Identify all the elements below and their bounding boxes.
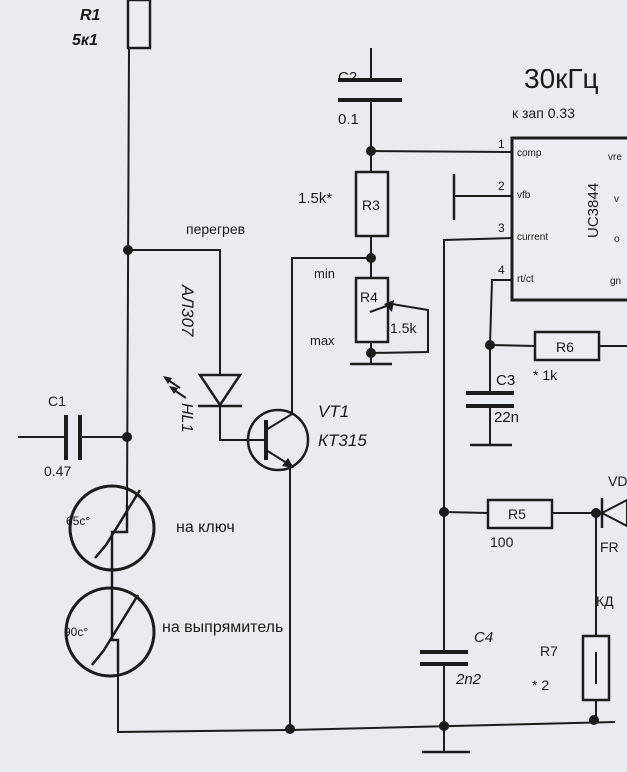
wire-to-r6	[489, 344, 536, 347]
r3-value: 1.5k*	[298, 190, 332, 207]
thermistor-2-temp: 90c°	[64, 625, 88, 639]
ic-right-pin-2: v	[614, 194, 619, 205]
vt1-part: КТ315	[318, 431, 367, 450]
r5-value: 100	[490, 534, 514, 550]
thermistor-2-label: на выпрямитель	[162, 619, 283, 636]
ic-pin2-num: 2	[498, 179, 505, 193]
vd-part: КД	[596, 593, 614, 609]
c3-ref: C3	[496, 372, 515, 389]
r7-value: * 2	[532, 677, 549, 693]
ic-uc3844	[510, 136, 627, 302]
ic-right-pin-4: gn	[610, 276, 621, 287]
resistor-r3	[354, 170, 390, 238]
r4-wiper-arrow	[384, 300, 394, 312]
resistor-r1	[126, 0, 152, 50]
hl1-part: АЛ307	[178, 284, 197, 337]
c1-value: 0.47	[44, 463, 71, 479]
c4-ref: C4	[474, 629, 493, 646]
ic-pin1-name: comp	[517, 148, 542, 159]
r7-ref: R7	[540, 643, 558, 659]
thermistor-1-temp: 65c°	[66, 514, 90, 528]
frequency-title: 30кГц	[524, 63, 599, 94]
ic-right-pin-1: vre	[608, 152, 622, 163]
ic-pin3-name: current	[517, 232, 548, 243]
junction-min	[366, 253, 376, 263]
hl1-ref: HL1	[178, 403, 195, 432]
junction-c4-rail	[439, 721, 449, 731]
ic-right-pin-3: o	[614, 234, 620, 245]
r4-value: 1.5k	[390, 320, 417, 336]
vd-ref: VD	[608, 473, 627, 489]
r4-max-label: max	[310, 333, 335, 348]
resistor-r4	[354, 276, 390, 344]
c1-ref: C1	[48, 393, 66, 409]
r6-ref: R6	[556, 339, 574, 355]
resistor-r6	[533, 330, 601, 362]
c3-value: 22n	[494, 409, 519, 426]
wire-collector	[291, 257, 371, 414]
junction-emitter-rail	[285, 724, 295, 734]
ic-pin4-name: rt/ct	[517, 274, 534, 285]
r3-ref: R3	[362, 197, 380, 213]
wire-to-r5	[443, 511, 489, 514]
junction-r7-rail	[589, 715, 599, 725]
bottom-rail-wire	[117, 672, 616, 734]
header-note: к зап 0.33	[512, 105, 575, 121]
ic-pin2-name: vfb	[517, 190, 531, 201]
transistor-vt1	[246, 408, 310, 472]
thermistor-1	[68, 484, 156, 585]
vd-fr: FR	[600, 539, 619, 555]
ic-name: UC3844	[585, 183, 602, 238]
r5-ref: R5	[508, 506, 526, 522]
thermistor-2	[64, 585, 156, 678]
c2-ref: C2	[338, 69, 357, 86]
ic-pin3-num: 3	[498, 221, 505, 235]
r1-ref: R1	[80, 7, 101, 24]
diode-vd	[599, 498, 627, 528]
wire-led-to-base	[219, 406, 254, 441]
left-rail-wire	[126, 47, 130, 506]
c4-value: 2n2	[455, 671, 482, 688]
wire-to-comp-pin	[370, 150, 513, 153]
led-hl1	[163, 373, 243, 408]
vt1-ref: VT1	[318, 402, 349, 421]
r4-ref: R4	[360, 289, 378, 305]
ic-pin1-num: 1	[498, 137, 505, 151]
wire-pin3-current	[443, 237, 513, 512]
r4-min-label: min	[314, 266, 335, 281]
wire-to-led	[128, 249, 221, 375]
c2-value: 0.1	[338, 111, 359, 128]
junction-c1	[122, 432, 132, 442]
r1-value: 5к1	[72, 32, 98, 49]
wire-pin4	[489, 279, 512, 346]
thermistor-1-label: на ключ	[176, 519, 235, 536]
ic-pin4-num: 4	[498, 263, 505, 277]
r6-value: * 1k	[533, 367, 558, 383]
r4-wiper-wire	[369, 302, 429, 354]
hl1-label: перегрев	[186, 221, 245, 237]
